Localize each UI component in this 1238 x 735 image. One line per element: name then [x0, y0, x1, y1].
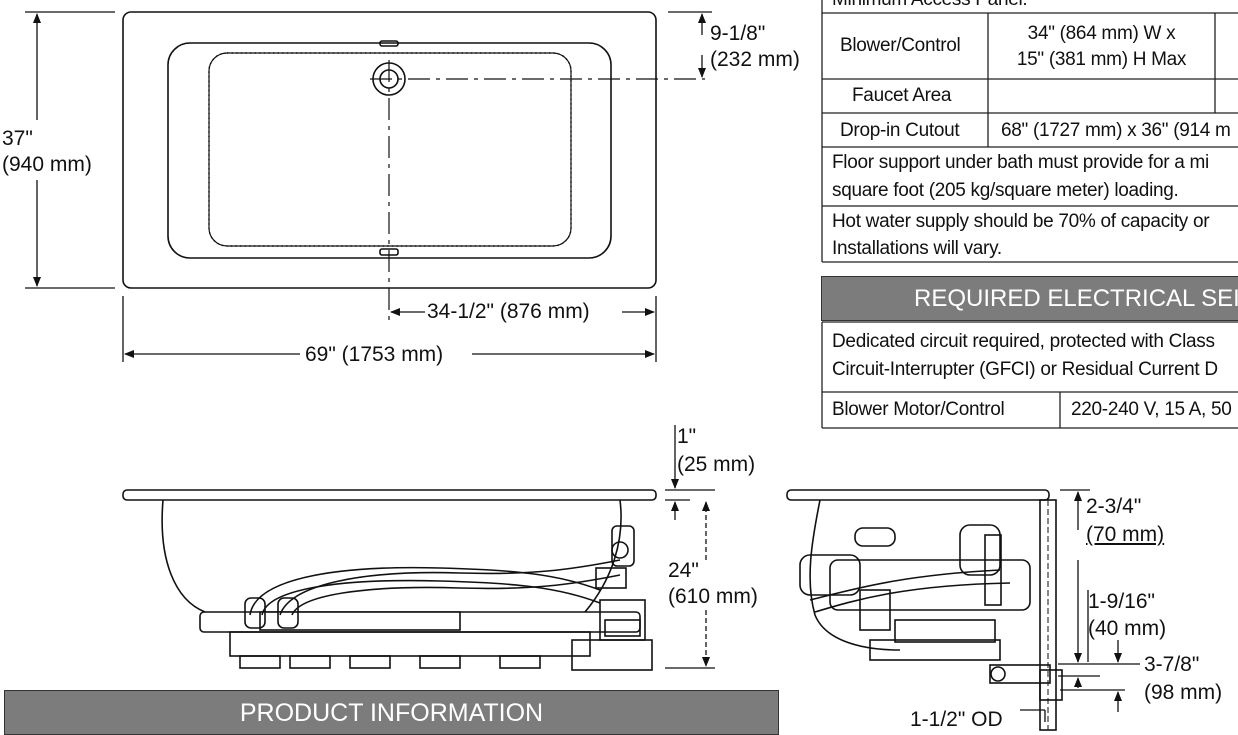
dim-width-inches: 37": [2, 127, 33, 150]
electrical-row-value: 220-240 V, 15 A, 50: [1071, 399, 1232, 420]
dim-rim-thickness-mm: (70 mm): [1086, 523, 1165, 546]
end-view-dimensions: [1020, 489, 1140, 722]
table-value-blower-line1: 34" (864 mm) W x: [1027, 23, 1176, 44]
note-floor-line1: Floor support under bath must provide fo…: [832, 152, 1209, 173]
product-information-banner: PRODUCT INFORMATION: [4, 690, 779, 735]
dim-rim-thickness-inches: 2-3/4": [1086, 495, 1142, 518]
electrical-text-line1: Dedicated circuit required, protected wi…: [832, 331, 1215, 352]
side-view-tub: [122, 489, 657, 671]
dim-rim-inches: 1": [677, 425, 697, 448]
dim-overflow-inches: 1-9/16": [1088, 590, 1155, 613]
dim-inset-inches: 9-1/8": [710, 22, 766, 45]
note-water-line1: Hot water supply should be 70% of capaci…: [832, 211, 1210, 232]
side-view-dimensions: [665, 425, 715, 669]
note-water-line2: Installations will vary.: [832, 238, 1002, 259]
electrical-header: REQUIRED ELECTRICAL SEI: [821, 276, 1238, 321]
table-label-faucet: Faucet Area: [852, 85, 952, 106]
dim-overflow-mm: (40 mm): [1088, 617, 1167, 640]
top-view-dimensions: [25, 11, 712, 362]
electrical-table-frame: [821, 321, 1238, 429]
dim-pipe-od: 1-1/2" OD: [910, 708, 1003, 731]
dim-depth-mm: (610 mm): [668, 585, 758, 608]
dim-drain-offset: 34-1/2" (876 mm): [427, 300, 590, 323]
dim-width-mm: (940 mm): [2, 153, 92, 176]
dim-length: 69" (1753 mm): [305, 343, 444, 366]
spec-table-frame: [821, 0, 1238, 263]
note-floor-line2: square foot (205 kg/square meter) loadin…: [832, 180, 1179, 201]
electrical-row-label: Blower Motor/Control: [832, 399, 1005, 420]
top-view-centerlines: [370, 60, 705, 320]
end-view-tub: [786, 489, 1063, 731]
dim-rim-mm: (25 mm): [677, 453, 756, 476]
dim-drain-height-mm: (98 mm): [1144, 681, 1223, 704]
table-value-blower-line2: 15" (381 mm) H Max: [1016, 49, 1187, 70]
table-label-blower: Blower/Control: [840, 35, 961, 56]
dim-depth-inches: 24": [668, 559, 699, 582]
table-partial-heading: Minimum Access Panel:: [832, 0, 1028, 11]
table-label-cutout: Drop-in Cutout: [840, 120, 960, 141]
table-value-cutout: 68" (1727 mm) x 36" (914 m: [1001, 120, 1231, 141]
dim-inset-mm: (232 mm): [710, 48, 800, 71]
electrical-text-line2: Circuit-Interrupter (GFCI) or Residual C…: [832, 359, 1218, 380]
dim-drain-height-inches: 3-7/8": [1144, 653, 1200, 676]
